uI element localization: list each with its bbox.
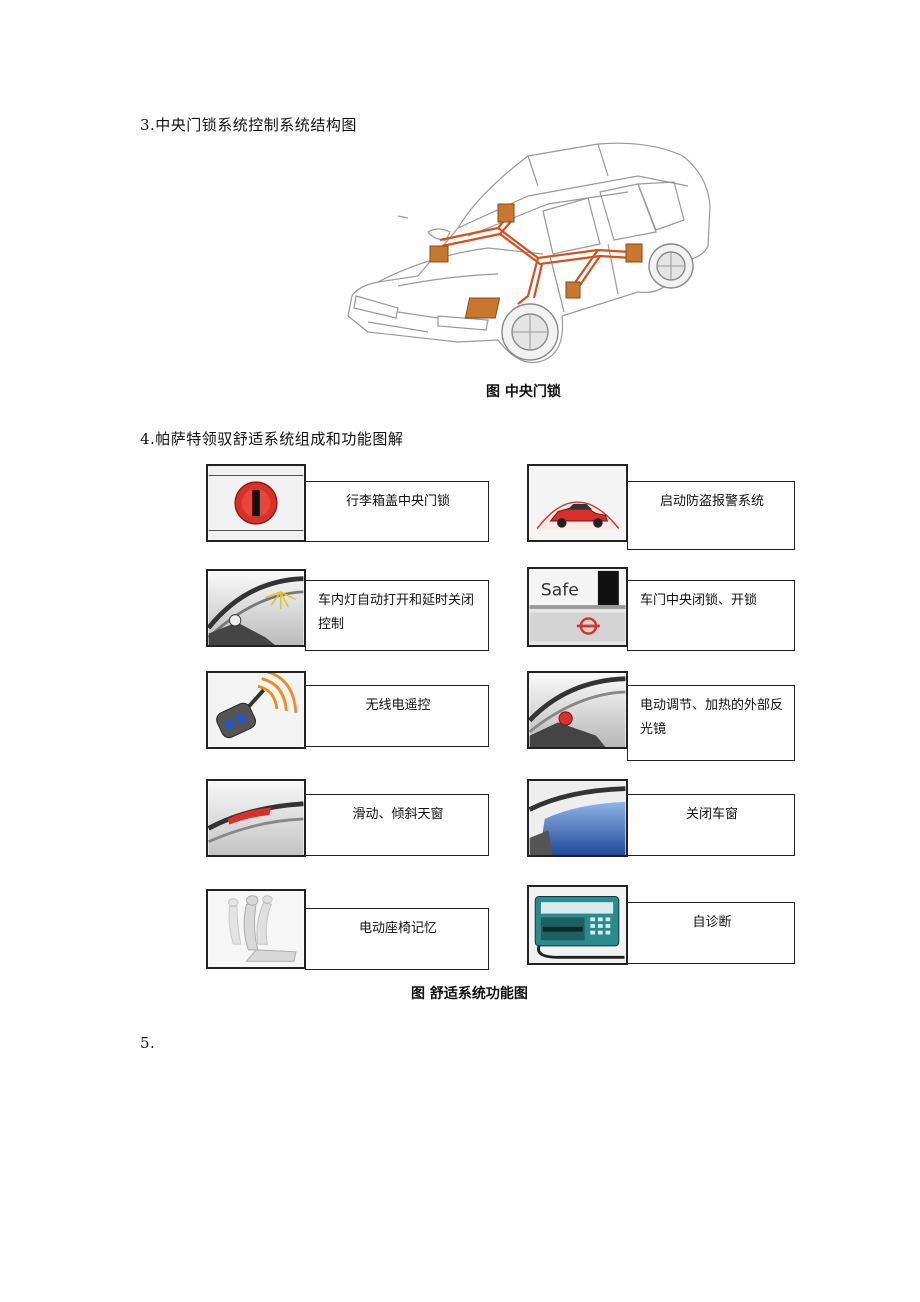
- section-3-heading: 3.中央门锁系统控制系统结构图: [140, 116, 357, 134]
- label-remote: 无线电遥控: [305, 685, 489, 747]
- label-interior-light: 车内灯自动打开和延时关闭控制: [305, 580, 489, 651]
- label-sunroof: 滑动、倾斜天窗: [305, 794, 489, 856]
- label-car-alarm: 启动防盗报警系统: [627, 481, 795, 550]
- label-door-lock: 车门中央闭锁、开锁: [627, 580, 795, 651]
- safe-tile-text: Safe: [541, 581, 579, 601]
- label-seat-memory: 电动座椅记忆: [305, 908, 489, 970]
- window-icon: [527, 779, 628, 857]
- section-4-heading: 4.帕萨特领驭舒适系统组成和功能图解: [140, 430, 404, 448]
- figure-caption-comfort-system: 图 舒适系统功能图: [411, 986, 528, 1002]
- trunk-lock-icon: [206, 464, 306, 542]
- section-5-heading: 5.: [140, 1034, 156, 1052]
- car-alarm-icon: [527, 464, 628, 542]
- sunroof-icon: [206, 779, 306, 857]
- figure-caption-central-lock: 图 中央门锁: [486, 384, 561, 400]
- seat-memory-icon: [206, 889, 306, 969]
- label-window: 关闭车窗: [627, 794, 795, 856]
- car-illustration-icon: [347, 142, 711, 364]
- label-mirror: 电动调节、加热的外部反光镜: [627, 685, 795, 761]
- central-lock-car-diagram: [338, 136, 716, 372]
- interior-light-icon: [206, 569, 306, 647]
- mirror-icon: [527, 671, 628, 749]
- label-trunk-lock: 行李箱盖中央门锁: [305, 481, 489, 542]
- label-diagnosis: 自诊断: [627, 902, 795, 964]
- diagnosis-icon: [527, 885, 628, 965]
- door-lock-icon: Safe: [527, 567, 628, 647]
- remote-key-icon: [206, 671, 306, 749]
